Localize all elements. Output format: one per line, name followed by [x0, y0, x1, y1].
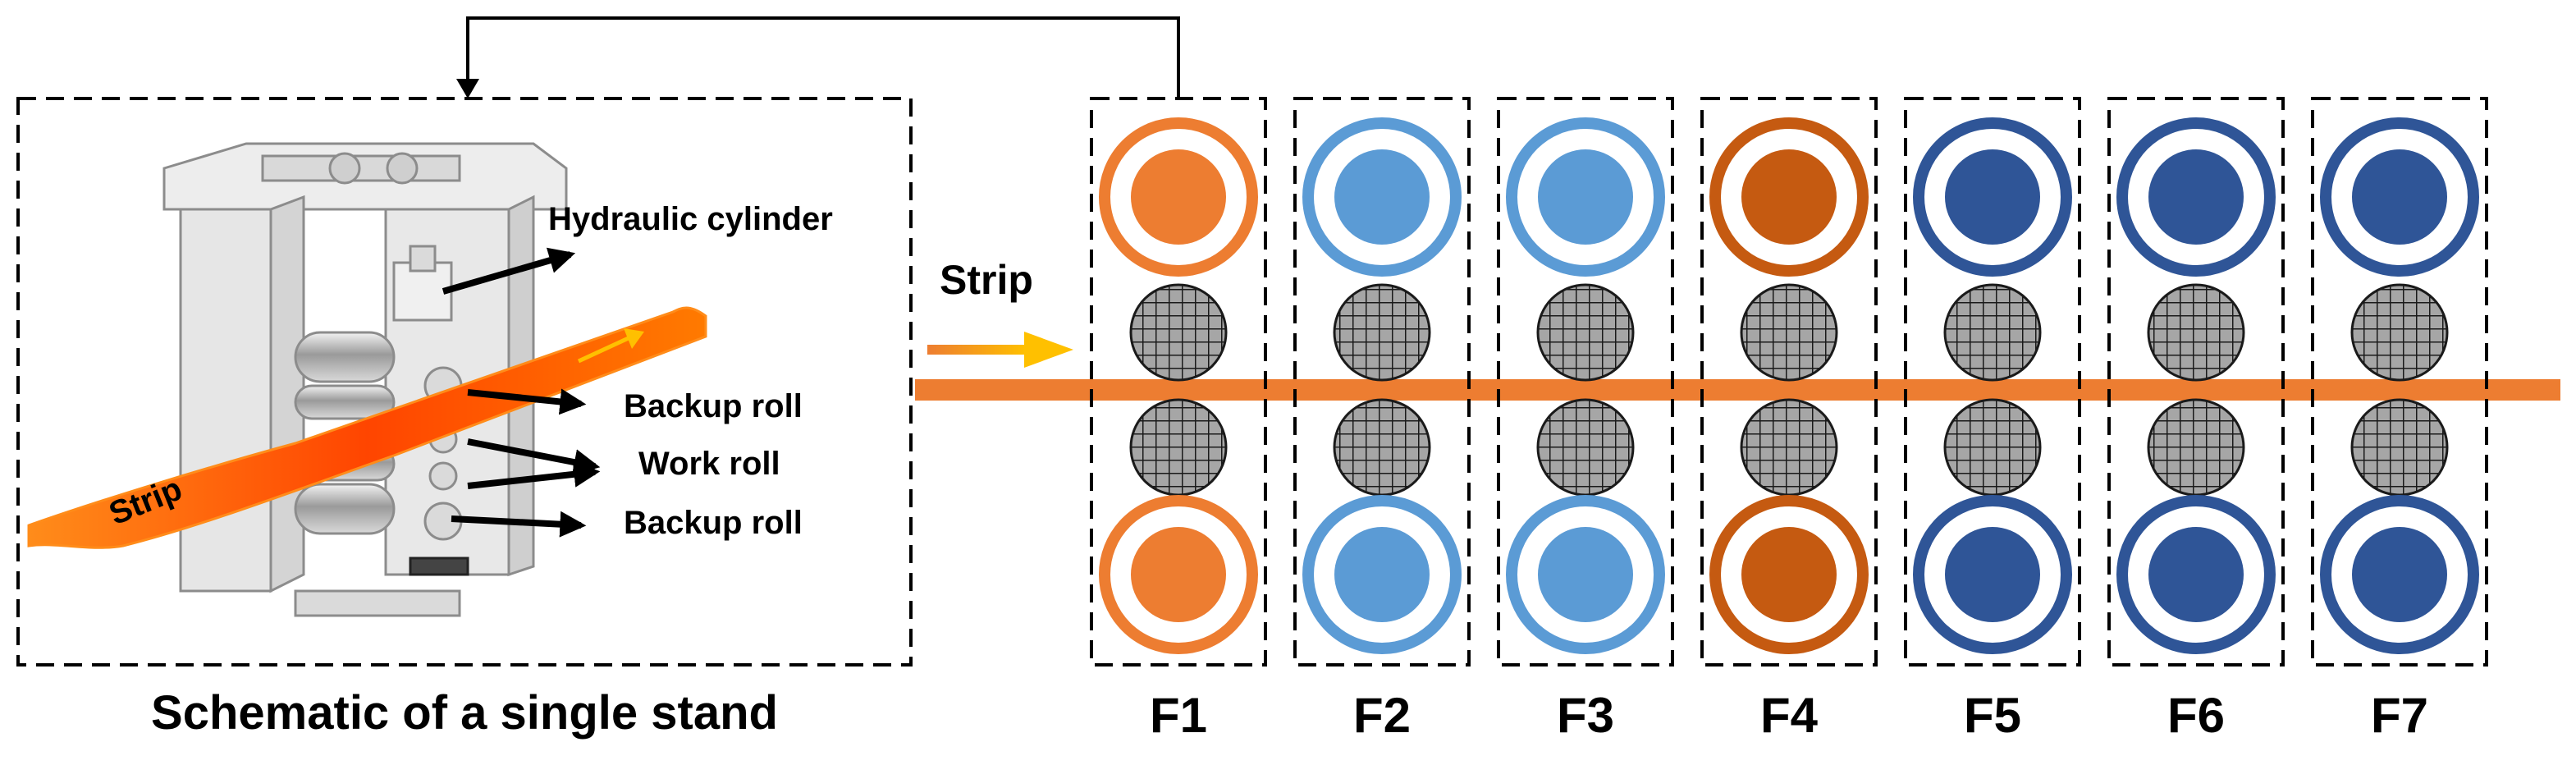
backup-roll-top-core: [1741, 149, 1837, 245]
single-stand-schematic: Strip Hydraulic cylinder Backup roll Wor…: [16, 97, 913, 740]
work-roll-bottom: [1536, 398, 1635, 497]
backup-roll-top: [1099, 117, 1258, 277]
backup-roll-top: [2116, 117, 2276, 277]
callout-backup-roll-bottom: Backup roll: [624, 505, 803, 541]
work-roll-top: [1536, 283, 1635, 382]
stand-frame: [1904, 97, 2081, 667]
backup-roll-top-core: [2352, 149, 2447, 245]
work-roll-bottom: [1129, 398, 1228, 497]
work-roll-top: [1129, 283, 1228, 382]
work-roll-bottom: [1943, 398, 2042, 497]
backup-roll-bottom-core: [1334, 527, 1430, 622]
stand-f3: F3: [1497, 97, 1674, 743]
stand-frame: [2311, 97, 2488, 667]
strip-direction-arrow: [927, 332, 1073, 368]
work-roll-top: [1333, 283, 1431, 382]
stand-f2: F2: [1293, 97, 1471, 743]
stand-label: F1: [1150, 688, 1207, 743]
stand-frame: [2107, 97, 2285, 667]
work-roll-top: [2147, 283, 2245, 382]
backup-roll-top: [2320, 117, 2479, 277]
work-roll-top: [1943, 283, 2042, 382]
callout-hydraulic-cylinder: Hydraulic cylinder: [548, 201, 833, 237]
schematic-caption: Schematic of a single stand: [151, 686, 778, 740]
backup-roll-bottom-core: [2352, 527, 2447, 622]
stand-f6: F6: [2107, 97, 2285, 743]
backup-roll-bottom-core: [1538, 527, 1633, 622]
backup-roll-top-core: [1334, 149, 1430, 245]
stand-label: F5: [1964, 688, 2021, 743]
finishing-stands: F1 F2 F3: [1090, 97, 2488, 743]
stand-frame: [1293, 97, 1471, 667]
callout-arrows: [442, 247, 601, 538]
backup-roll-top: [1506, 117, 1665, 277]
stand-label: F6: [2167, 688, 2225, 743]
line-strip-label: Strip: [940, 257, 1033, 303]
stand-label: F7: [2371, 688, 2428, 743]
callout-work-roll: Work roll: [638, 446, 780, 482]
work-roll-top: [1740, 283, 1838, 382]
schematic-frame: [16, 97, 913, 667]
backup-roll-bottom-core: [1131, 527, 1226, 622]
backup-roll-top: [1709, 117, 1869, 277]
work-roll-bottom: [1740, 398, 1838, 497]
backup-roll-bottom-core: [1741, 527, 1837, 622]
backup-roll-bottom: [1302, 495, 1462, 654]
line-strip: [915, 379, 2560, 401]
work-roll-bottom: [2350, 398, 2449, 497]
backup-roll-top-core: [1131, 149, 1226, 245]
stand-frame: [1497, 97, 1674, 667]
stand-f4: F4: [1700, 97, 1878, 743]
backup-roll-top: [1913, 117, 2072, 277]
rolling-line: Strip: [915, 257, 2560, 401]
work-roll-bottom: [2147, 398, 2245, 497]
stand-frame: [1700, 97, 1878, 667]
stand-f7: F7: [2311, 97, 2488, 743]
backup-roll-bottom: [1506, 495, 1665, 654]
work-roll-bottom: [1333, 398, 1431, 497]
callout-backup-roll-top: Backup roll: [624, 388, 803, 424]
backup-roll-top-core: [1538, 149, 1633, 245]
stand-f5: F5: [1904, 97, 2081, 743]
backup-roll-top: [1302, 117, 1462, 277]
stand-frame: [1090, 97, 1267, 667]
work-roll-top: [2350, 283, 2449, 382]
backup-roll-bottom: [2320, 495, 2479, 654]
backup-roll-bottom: [2116, 495, 2276, 654]
stand-f1: F1: [1090, 97, 1267, 743]
backup-roll-bottom-core: [1945, 527, 2040, 622]
stand-label: F3: [1557, 688, 1614, 743]
backup-roll-bottom-core: [2148, 527, 2244, 622]
backup-roll-bottom: [1099, 495, 1258, 654]
backup-roll-top-core: [2148, 149, 2244, 245]
backup-roll-bottom: [1913, 495, 2072, 654]
feedback-connector: [456, 16, 1180, 98]
stand-label: F4: [1760, 688, 1819, 743]
backup-roll-bottom: [1709, 495, 1869, 654]
stand-label: F2: [1353, 688, 1411, 743]
backup-roll-top-core: [1945, 149, 2040, 245]
